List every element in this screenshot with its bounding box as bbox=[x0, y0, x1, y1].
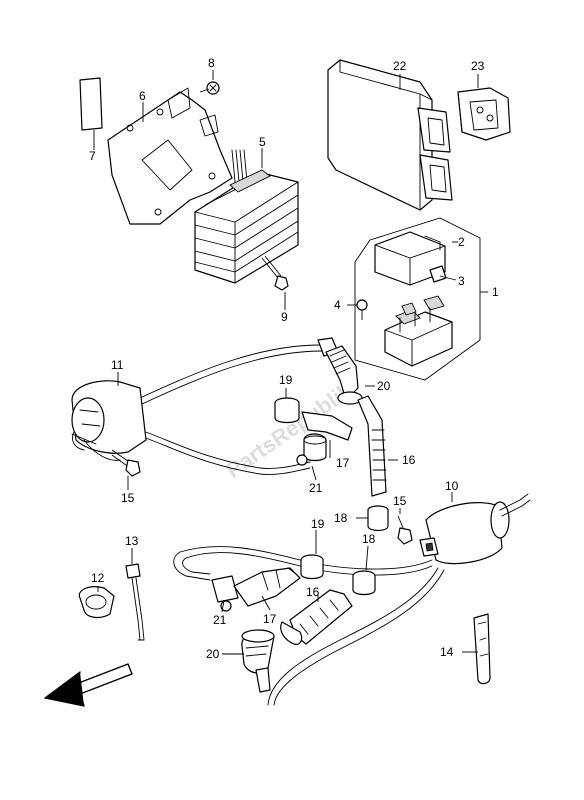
part-1-fuse-box-assembly[interactable] bbox=[354, 217, 481, 381]
part-20-plug-cap-lower[interactable] bbox=[241, 629, 275, 693]
callout-3: 3 bbox=[458, 274, 465, 288]
part-21-grommet-lower[interactable] bbox=[211, 575, 239, 612]
callout-13: 13 bbox=[125, 534, 139, 548]
callout-22: 22 bbox=[393, 59, 407, 73]
callout-21-upper: 21 bbox=[309, 481, 323, 495]
part-18-sleeve-lower[interactable] bbox=[352, 570, 376, 596]
callout-16-upper: 16 bbox=[402, 453, 416, 467]
callout-14: 14 bbox=[440, 645, 454, 659]
callout-5: 5 bbox=[259, 135, 266, 149]
callout-20-lower: 20 bbox=[206, 647, 220, 661]
part-17-boot-lower[interactable] bbox=[233, 567, 301, 607]
callout-18-upper: 18 bbox=[334, 511, 348, 525]
callout-6: 6 bbox=[139, 89, 146, 103]
part-4-screw[interactable] bbox=[347, 299, 368, 320]
part-15-bolt-upper[interactable] bbox=[111, 449, 141, 477]
callout-1: 1 bbox=[492, 285, 499, 299]
part-14-clip[interactable] bbox=[473, 613, 491, 685]
part-5-regulator[interactable] bbox=[194, 149, 299, 284]
part-20-plug-cap-upper[interactable] bbox=[325, 345, 363, 405]
callout-9: 9 bbox=[281, 310, 288, 324]
part-18-sleeve-upper[interactable] bbox=[367, 505, 389, 532]
callout-18-lower: 18 bbox=[362, 532, 376, 546]
part-15-bolt-lower[interactable] bbox=[397, 515, 413, 545]
part-6-bracket[interactable] bbox=[107, 87, 233, 225]
callout-7: 7 bbox=[89, 149, 96, 163]
fuse-box-base[interactable] bbox=[384, 295, 453, 367]
callout-12: 12 bbox=[91, 571, 105, 585]
part-11-ignition-coil[interactable] bbox=[71, 337, 339, 475]
callout-19-upper: 19 bbox=[279, 373, 293, 387]
part-19-seal-upper[interactable] bbox=[274, 397, 300, 424]
callout-20-upper: 20 bbox=[377, 379, 391, 393]
leader-lines bbox=[93, 70, 488, 655]
part-12-clamp[interactable] bbox=[78, 586, 115, 619]
part-2-cover[interactable] bbox=[374, 231, 446, 286]
part-8-bolt[interactable] bbox=[199, 81, 220, 95]
front-direction-arrow-icon bbox=[44, 663, 133, 707]
callout-21-lower: 21 bbox=[213, 613, 227, 627]
part-17-boot-upper[interactable] bbox=[296, 411, 353, 466]
callout-23: 23 bbox=[471, 59, 485, 73]
callout-2: 2 bbox=[458, 235, 465, 249]
part-7-label[interactable] bbox=[79, 77, 103, 131]
part-19-seal-lower[interactable] bbox=[300, 554, 324, 580]
callout-10: 10 bbox=[445, 479, 459, 493]
part-9-bolt[interactable] bbox=[261, 255, 289, 291]
part-16-plug-cap-upper[interactable] bbox=[357, 395, 387, 497]
callout-16-lower: 16 bbox=[306, 585, 320, 599]
part-13-cable-tie[interactable] bbox=[125, 563, 145, 641]
part-23-connector[interactable] bbox=[457, 87, 511, 141]
callout-15-upper: 15 bbox=[121, 491, 135, 505]
part-16-plug-cap-lower[interactable] bbox=[280, 589, 353, 645]
callout-11: 11 bbox=[111, 358, 124, 372]
part-3-fuse[interactable] bbox=[429, 265, 447, 283]
callout-17-lower: 17 bbox=[263, 612, 277, 626]
callout-15-lower: 15 bbox=[393, 494, 407, 508]
callout-8: 8 bbox=[208, 56, 215, 70]
part-22-ecm[interactable] bbox=[327, 59, 453, 211]
callout-4: 4 bbox=[334, 298, 341, 312]
callout-19-lower: 19 bbox=[311, 517, 325, 531]
callout-17-upper: 17 bbox=[336, 456, 350, 470]
part-10-ignition-coil[interactable] bbox=[173, 493, 531, 706]
callout-labels: 1 2 3 4 5 6 7 8 9 10 11 12 13 14 15 15 1… bbox=[89, 56, 499, 661]
